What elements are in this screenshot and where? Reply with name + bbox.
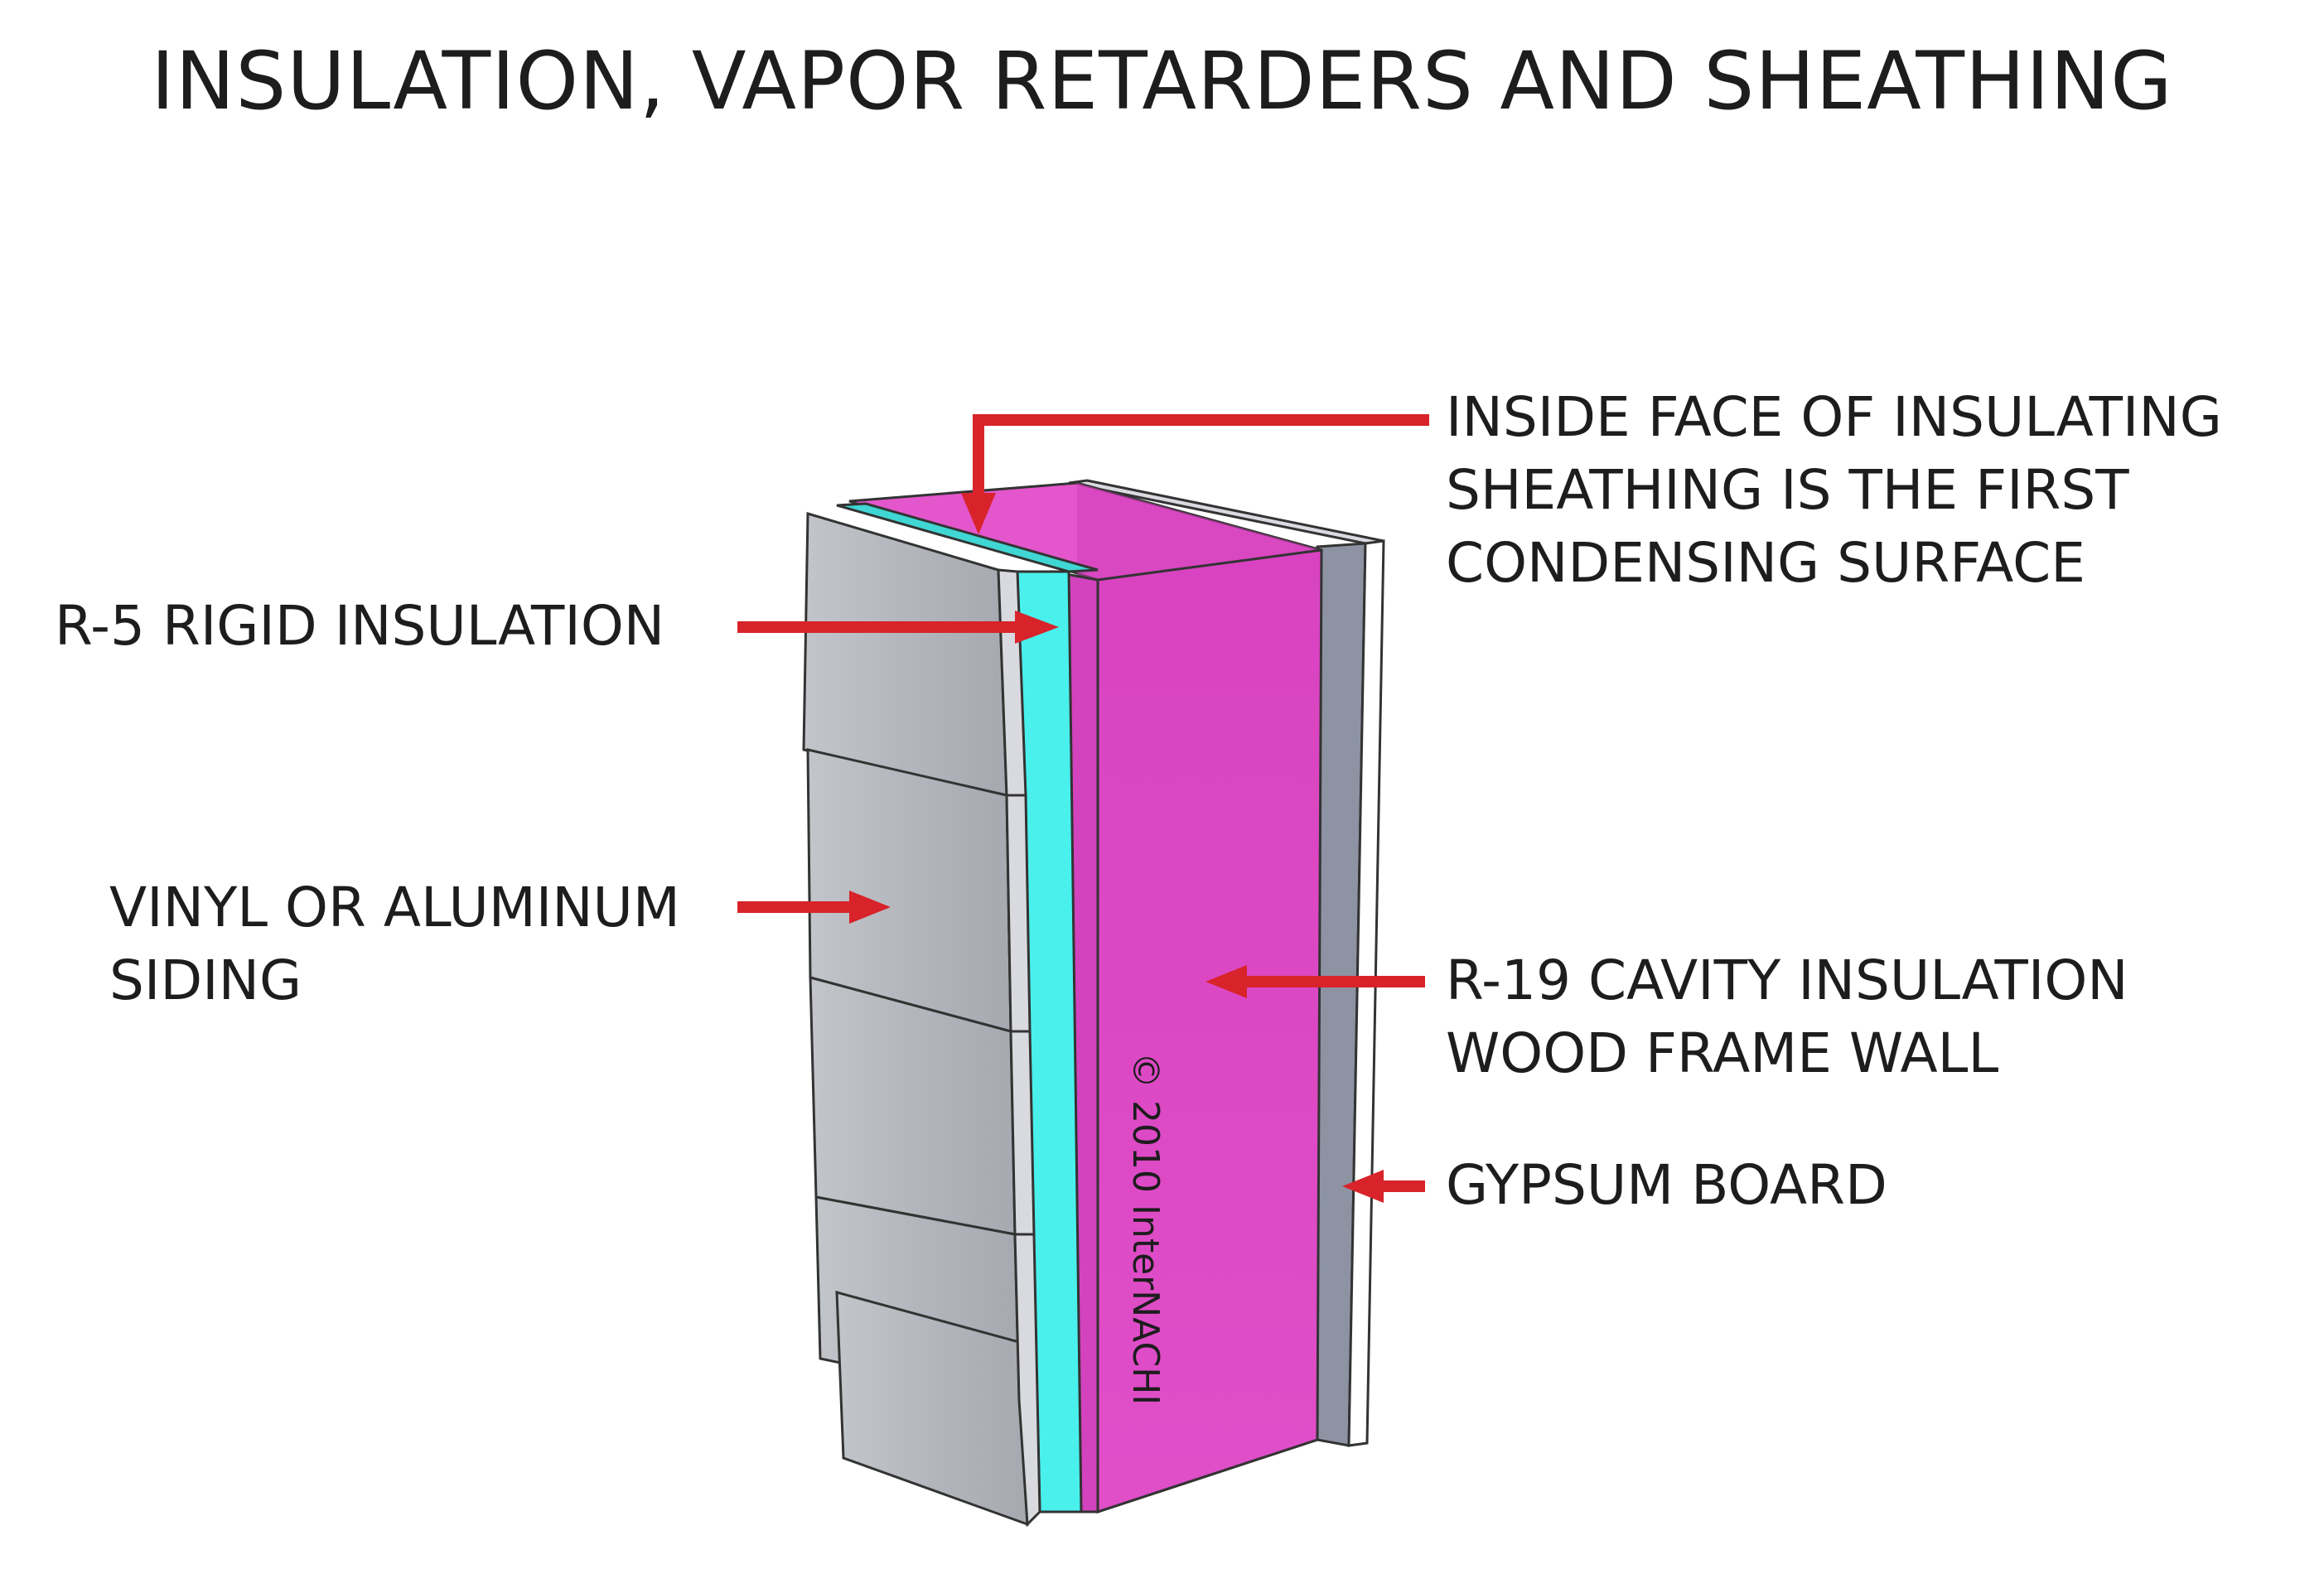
label-line: R-19 CAVITY INSULATION xyxy=(1446,949,2128,1012)
cavity-insulation-arrow xyxy=(1205,965,1425,998)
rigid-insulation xyxy=(836,502,1099,1513)
siding-label: VINYL OR ALUMINUM SIDING xyxy=(109,871,680,1017)
cavity-bottom-edge xyxy=(1097,1438,1318,1513)
arrows xyxy=(737,414,1429,1203)
label-line: GYPSUM BOARD xyxy=(1446,1153,1887,1217)
cavity-insulation-label: R-19 CAVITY INSULATION WOOD FRAME WALL xyxy=(1446,944,2128,1090)
rigid-insulation-label: R-5 RIGID INSULATION xyxy=(55,590,664,663)
vinyl-siding xyxy=(802,512,1041,1528)
cavity-insulation xyxy=(848,481,1323,1514)
condensing-surface-label: INSIDE FACE OF INSULATING SHEATHING IS T… xyxy=(1446,381,2222,600)
gypsum-white-face xyxy=(1347,539,1385,1447)
label-line: SIDING xyxy=(109,949,302,1012)
siding-board-1 xyxy=(802,512,1008,797)
gypsum-board-arrow xyxy=(1342,1170,1425,1203)
siding-edge-4 xyxy=(1013,1233,1041,1528)
gypsum-board-label: GYPSUM BOARD xyxy=(1446,1149,1887,1222)
gypsum-board xyxy=(1068,479,1385,1447)
siding-edge-2 xyxy=(1005,794,1032,1033)
siding-arrow xyxy=(737,891,891,924)
siding-edge-3 xyxy=(1009,1030,1036,1236)
label-line: INSIDE FACE OF INSULATING xyxy=(1446,385,2222,449)
label-line: R-5 RIGID INSULATION xyxy=(55,594,665,658)
label-line: VINYL OR ALUMINUM xyxy=(109,876,680,939)
rigid-insulation-arrow xyxy=(737,611,1059,644)
diagram-title: INSULATION, VAPOR RETARDERS AND SHEATHIN… xyxy=(151,35,2173,128)
label-line: SHEATHING IS THE FIRST xyxy=(1446,458,2129,522)
label-line: WOOD FRAME WALL xyxy=(1446,1021,1999,1085)
label-line: CONDENSING SURFACE xyxy=(1446,531,2085,595)
rigid-top-face xyxy=(836,502,1099,573)
copyright-notice: © 2010 InterNACHI xyxy=(1124,1052,1167,1406)
condensing-surface-arrow xyxy=(961,414,1429,534)
